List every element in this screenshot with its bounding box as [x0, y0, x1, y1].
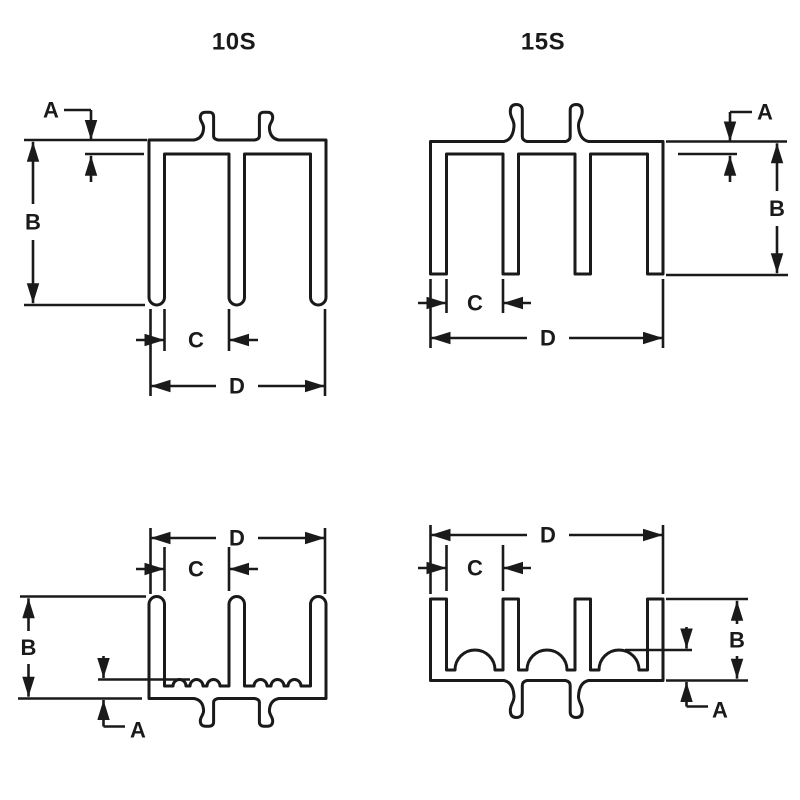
dim-b-15s-upper: B [666, 143, 788, 277]
dim-label-d: D [229, 374, 245, 399]
dim-label-d: D [540, 326, 556, 351]
diagram-10s-lower: D C B A [18, 526, 328, 743]
dim-label-b: B [21, 635, 37, 660]
dim-c-10s-lower: C [136, 547, 258, 591]
dim-label-c: C [467, 556, 483, 581]
diagram-15s-upper: 15S A B C D [418, 29, 788, 351]
dim-c-15s-upper: C [418, 279, 531, 316]
dim-label-b: B [769, 196, 785, 221]
dim-b-15s-lower: B [666, 597, 748, 682]
dim-label-a: A [712, 698, 728, 723]
dim-label-c: C [467, 291, 483, 316]
dim-a-15s-lower: A [625, 627, 728, 723]
profile-outline-10s-upper [147, 110, 328, 307]
dim-b-10s-upper: B [24, 141, 145, 307]
diagram-15s-lower: D C B A [418, 523, 748, 723]
dim-label-a: A [130, 718, 146, 743]
dim-label-a: A [757, 100, 773, 125]
profile-outline-15s-upper [429, 103, 665, 276]
title-15s: 15S [521, 29, 565, 56]
dim-a-10s-lower: A [97, 656, 190, 743]
dim-label-c: C [188, 557, 204, 582]
diagram-10s-upper: 10S A B C D [24, 29, 328, 399]
dim-label-b: B [729, 628, 745, 653]
dim-label-b: B [25, 210, 41, 235]
dim-label-a: A [43, 98, 59, 123]
dim-b-10s-lower: B [18, 595, 146, 700]
dim-c-15s-lower: C [418, 545, 531, 591]
profile-outline-10s-lower [147, 595, 328, 728]
dim-label-c: C [188, 328, 204, 353]
profile-outline-15s-lower [429, 597, 665, 719]
dim-d-10s-lower: D [149, 526, 327, 594]
dim-c-10s-upper: C [136, 309, 258, 353]
dim-a-10s-upper: A [24, 98, 147, 182]
dim-d-15s-upper: D [429, 279, 665, 351]
dim-a-15s-upper: A [666, 100, 787, 182]
dim-label-d: D [229, 526, 245, 551]
dim-d-10s-upper: D [149, 309, 327, 399]
dim-d-15s-lower: D [429, 523, 665, 594]
dim-label-d: D [540, 523, 556, 548]
title-10s: 10S [212, 29, 256, 56]
